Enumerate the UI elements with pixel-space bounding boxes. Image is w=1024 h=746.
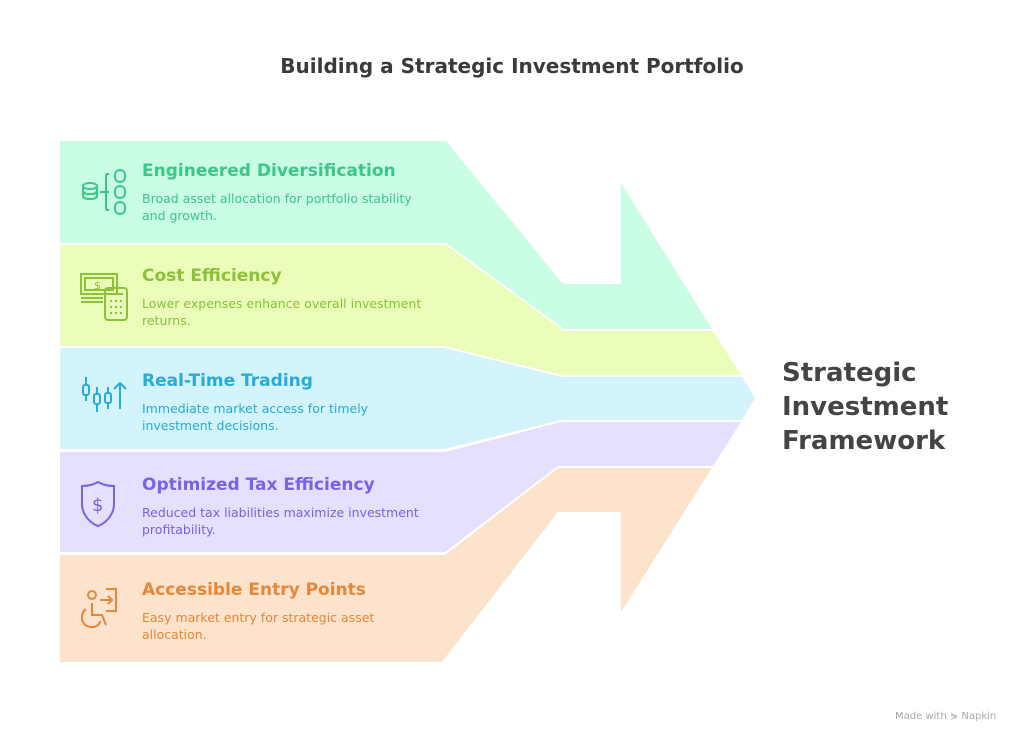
- item-heading: Accessible Entry Points: [142, 580, 366, 600]
- item-heading: Cost Efficiency: [142, 266, 282, 286]
- band-cost: [60, 245, 741, 375]
- money-calculator-icon: $: [80, 273, 128, 321]
- band-tax: [60, 422, 741, 552]
- item-cost-efficiency: Cost Efficiency Lower expenses enhance o…: [142, 265, 432, 329]
- band-entry: [60, 468, 712, 662]
- item-heading: Optimized Tax Efficiency: [142, 475, 375, 495]
- framework-label: Strategic Investment Framework: [782, 356, 948, 458]
- item-engineered-diversification: Engineered Diversification Broad asset a…: [142, 160, 432, 224]
- item-accessible-entry-points: Accessible Entry Points Easy market entr…: [142, 579, 432, 643]
- candlestick-chart-icon: [82, 377, 127, 412]
- page-title: Building a Strategic Investment Portfoli…: [280, 54, 744, 78]
- item-heading: Real-Time Trading: [142, 371, 313, 391]
- item-heading: Engineered Diversification: [142, 161, 396, 181]
- database-stack-icon: [82, 169, 126, 215]
- framework-label-line: Framework: [782, 426, 946, 456]
- band-diversification: [60, 141, 712, 329]
- svg-text:$: $: [92, 495, 103, 516]
- item-optimized-tax-efficiency: Optimized Tax Efficiency Reduced tax lia…: [142, 474, 432, 538]
- item-description: Easy market entry for strategic asset al…: [142, 610, 375, 642]
- made-with-napkin-credit: Made with ⋟ Napkin: [895, 711, 997, 722]
- framework-label-line: Investment: [782, 392, 949, 422]
- accessible-entry-icon: [80, 588, 117, 629]
- framework-label-line: Strategic: [782, 358, 917, 388]
- item-description: Broad asset allocation for portfolio sta…: [142, 191, 412, 223]
- shield-dollar-icon: $: [81, 480, 115, 528]
- svg-text:$: $: [94, 279, 101, 292]
- item-description: Lower expenses enhance overall investmen…: [142, 296, 422, 328]
- item-description: Immediate market access for timely inves…: [142, 401, 369, 433]
- item-description: Reduced tax liabilities maximize investm…: [142, 505, 419, 537]
- item-real-time-trading: Real-Time Trading Immediate market acces…: [142, 370, 432, 434]
- band-trading: [60, 348, 755, 449]
